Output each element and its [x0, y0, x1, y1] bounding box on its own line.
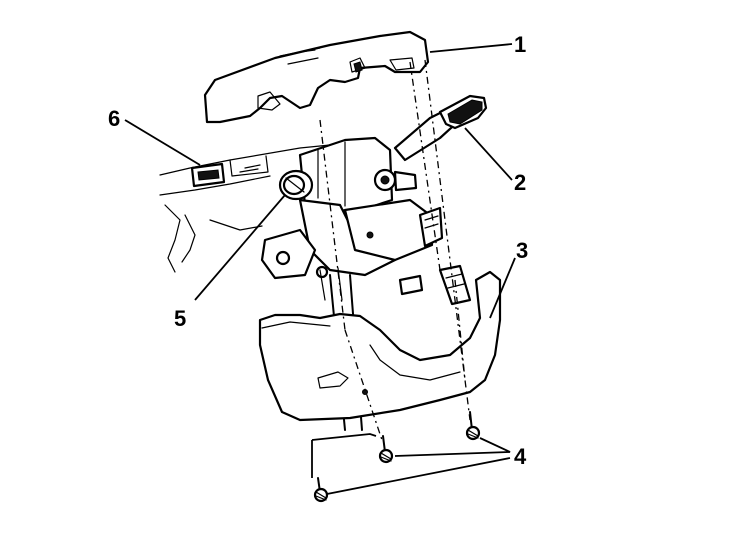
callout-4: 4 — [514, 444, 527, 469]
screw-3 — [313, 477, 329, 503]
callout-5: 5 — [174, 306, 186, 331]
screw-1 — [465, 411, 481, 441]
part-2-turn-signal-lever — [393, 94, 488, 162]
callout-labels: 1 2 3 4 5 6 — [108, 32, 528, 469]
callout-6: 6 — [108, 106, 120, 131]
part-4-screws — [313, 411, 481, 503]
assembly-alignment-lines — [319, 59, 471, 441]
callout-3: 3 — [516, 238, 528, 263]
part-3-lower-shroud — [258, 264, 502, 422]
callout-2: 2 — [514, 170, 526, 195]
part-5-lock-cylinder — [278, 169, 314, 201]
screw-2 — [378, 435, 394, 464]
leader-lines — [124, 43, 516, 495]
part-1-upper-shroud — [203, 30, 430, 124]
column-support-structure — [159, 144, 331, 273]
part-6-switch — [190, 162, 226, 188]
callout-1: 1 — [514, 32, 526, 57]
column-housing — [260, 136, 444, 431]
